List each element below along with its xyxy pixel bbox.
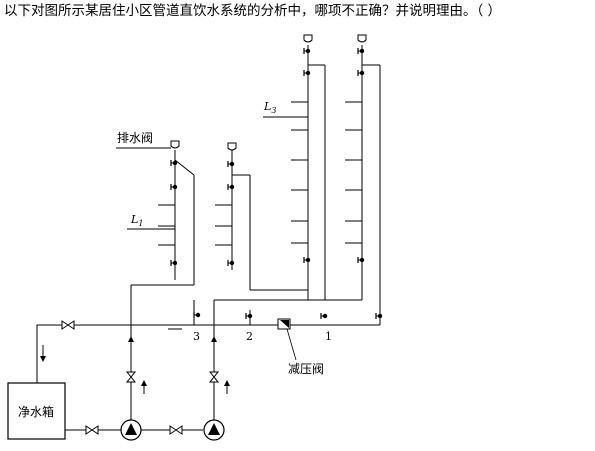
low-riser-1 — [174, 150, 195, 270]
node-valve-r4b — [357, 69, 365, 77]
node-valve-4 — [375, 312, 383, 320]
low-riser-2 — [231, 150, 308, 291]
node-valve-3 — [193, 311, 201, 319]
pump1-small-arrow — [141, 380, 147, 394]
pressure-reducing-valve-label: 减压阀 — [288, 362, 324, 376]
node-valve-r3a — [303, 47, 311, 55]
node-valve-r2a — [227, 160, 235, 168]
supply-gate-valve-1 — [85, 425, 99, 435]
node-valve-r4c — [357, 256, 365, 264]
pump1-check-valve — [125, 371, 137, 383]
pump-2 — [203, 419, 225, 441]
pump2-check-valve — [208, 371, 220, 383]
node-label-3: 3 — [193, 330, 200, 343]
return-gate-valve — [61, 320, 75, 330]
node-valve-r2b — [227, 183, 235, 191]
low-returns — [174, 270, 251, 325]
node-valve-r2c — [227, 259, 235, 267]
water-tank-box — [7, 382, 66, 440]
node-valve-r3c — [303, 256, 311, 264]
return-line — [36, 324, 380, 383]
vent-riser-3 — [303, 34, 313, 43]
node-label-2: 2 — [246, 330, 253, 343]
node-valve-2 — [245, 312, 253, 320]
water-tank-label: 净水箱 — [18, 404, 54, 419]
taps-riser-2 — [215, 204, 232, 246]
vent-riser-2 — [227, 142, 237, 151]
node-valve-r3b — [303, 69, 311, 77]
node-label-1: 1 — [325, 330, 332, 343]
l1-label: L1 — [130, 213, 143, 228]
high-riser-3 — [307, 45, 326, 300]
question-text: 以下对图所示某居住小区管道直饮水系统的分析中，哪项不正确？并说明理由。（ ） — [4, 3, 502, 19]
high-riser-4 — [361, 45, 381, 325]
node-valve-r1c — [170, 259, 178, 267]
drain-valve-label: 排水阀 — [117, 131, 153, 145]
pump1-riser — [130, 175, 195, 420]
taps-riser-4 — [345, 101, 362, 244]
pump-1 — [120, 419, 142, 441]
pump2-small-arrow — [224, 380, 230, 394]
node-valve-r4a — [357, 47, 365, 55]
l3-label: L3 — [263, 100, 276, 115]
taps-riser-3 — [291, 101, 308, 244]
pump1-up-arrow — [128, 336, 134, 355]
return-arrow — [40, 345, 46, 362]
pump2-up-arrow — [211, 336, 217, 355]
vent-riser-4 — [357, 34, 367, 43]
node-valve-r1b — [170, 183, 178, 191]
pressure-reducing-valve — [277, 318, 297, 361]
taps-riser-1 — [158, 204, 175, 246]
supply-gate-valve-2 — [169, 425, 183, 435]
node-valve-1 — [320, 312, 328, 320]
vent-riser-1 — [170, 140, 180, 149]
